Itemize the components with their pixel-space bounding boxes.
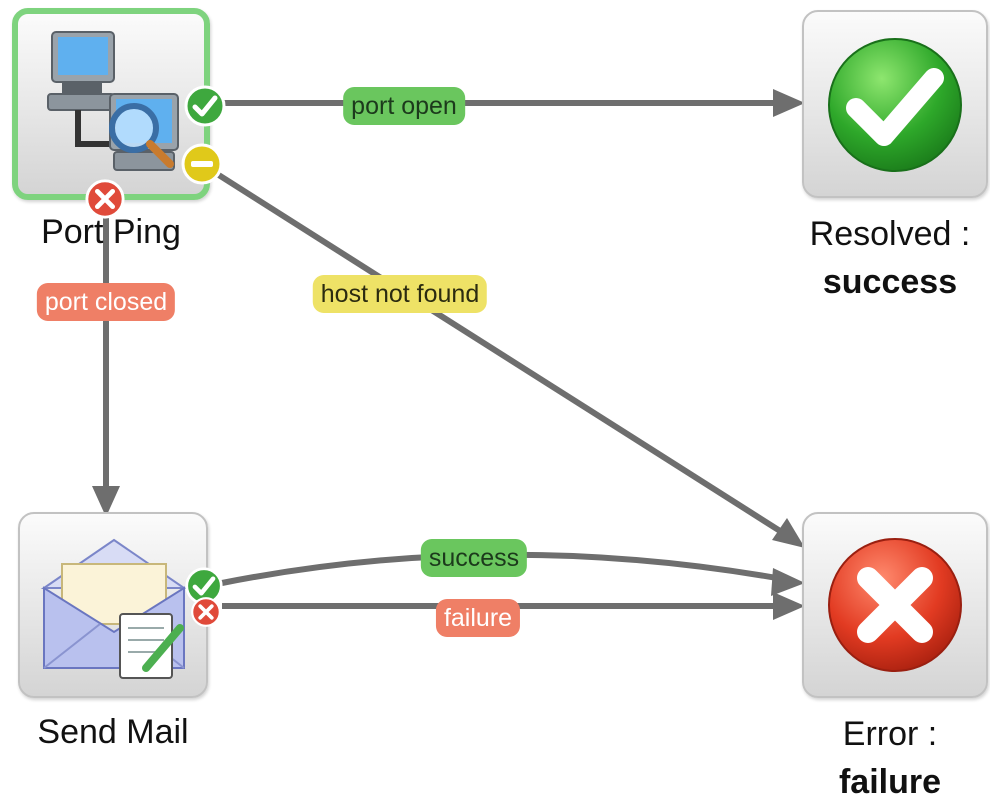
node-label-resolved-line2: success — [822, 263, 958, 301]
edge-host-not-found-arrowhead — [772, 518, 805, 548]
node-send-mail[interactable] — [18, 512, 208, 698]
node-label-port-ping: Port Ping — [41, 213, 181, 251]
mail-envelope-icon — [40, 538, 188, 679]
node-resolved[interactable] — [802, 10, 988, 198]
failure-port-icon[interactable] — [190, 596, 222, 628]
node-label-error: Error : failure — [790, 710, 990, 806]
edge-label-failure[interactable]: failure — [435, 599, 521, 637]
node-label-send-mail: Send Mail — [37, 713, 189, 751]
edge-failure-arrowhead — [773, 592, 805, 620]
warning-port-icon[interactable] — [180, 142, 224, 186]
edge-label-port-open[interactable]: port open — [343, 87, 465, 125]
node-label-resolved: Resolved : success — [790, 210, 990, 306]
edge-host-not-found[interactable] — [212, 169, 790, 539]
green-check-icon — [828, 38, 962, 172]
edge-label-success[interactable]: success — [420, 539, 528, 577]
network-computers-icon — [47, 31, 179, 171]
success-port-icon[interactable] — [183, 84, 227, 128]
failure-port-icon[interactable] — [84, 178, 126, 220]
edge-success-arrowhead — [771, 568, 805, 596]
node-error[interactable] — [802, 512, 988, 698]
node-label-error-line2: failure — [838, 763, 942, 801]
edge-port-open-arrowhead — [773, 89, 805, 117]
node-label-resolved-line1: Resolved : — [809, 215, 971, 253]
node-label-error-line1: Error : — [842, 715, 938, 753]
edge-port-closed-arrowhead — [92, 486, 120, 517]
edge-label-port-closed[interactable]: port closed — [36, 283, 176, 321]
red-x-icon — [828, 538, 962, 672]
edge-label-host-not-found[interactable]: host not found — [312, 275, 488, 313]
